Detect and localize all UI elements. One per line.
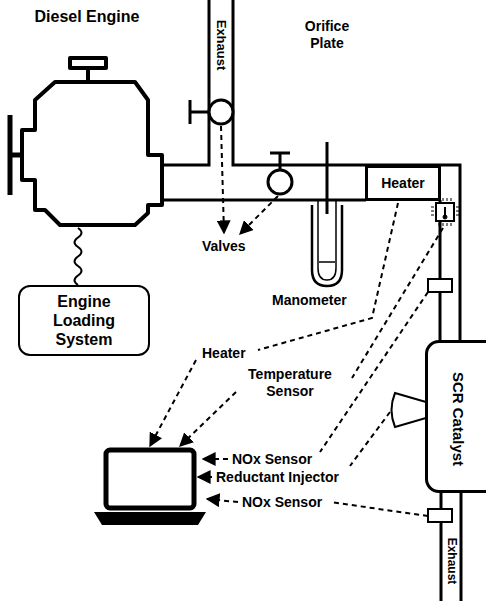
injector-icon <box>392 393 427 427</box>
valve-leaders <box>221 126 278 234</box>
temperature-sensor-icon <box>431 198 459 226</box>
nox-sensor-icon <box>428 279 452 292</box>
part-label: Temperature Sensor <box>234 366 346 400</box>
node-text: Exhaust <box>444 538 459 585</box>
part-label: NOx Sensor <box>232 451 312 468</box>
engine-drawing <box>10 58 162 225</box>
exhaust-pipe: Exhaust <box>441 493 461 601</box>
exhaust-pipe: Exhaust <box>210 0 232 165</box>
part-label: Orifice Plate <box>292 18 362 52</box>
orifice-manometer <box>312 142 342 286</box>
valve-symbols <box>190 100 292 194</box>
signal-lines <box>150 203 443 516</box>
engine-node: Diesel Engine <box>8 5 166 228</box>
nox-sensor-icon <box>428 509 452 522</box>
part-label: Heater <box>202 345 246 362</box>
part-label: Valves <box>202 238 246 255</box>
part-label: Manometer <box>272 292 347 309</box>
shaft-connector <box>75 228 82 285</box>
process-box: Engine Loading System <box>18 285 150 356</box>
part-label: NOx Sensor <box>242 494 322 511</box>
laptop-icon <box>94 450 206 525</box>
node-text: Exhaust <box>213 20 229 71</box>
node-text: SCR Catalyst <box>449 359 467 479</box>
catalyst-box: SCR Catalyst <box>425 340 486 493</box>
pipe-lines <box>162 0 461 601</box>
node-text: Engine Loading System <box>26 292 142 349</box>
heater-box: Heater <box>365 165 441 201</box>
part-label: Reductant Injector <box>216 469 339 486</box>
node-text: Heater <box>381 175 425 192</box>
node-text: Diesel Engine <box>8 7 166 26</box>
